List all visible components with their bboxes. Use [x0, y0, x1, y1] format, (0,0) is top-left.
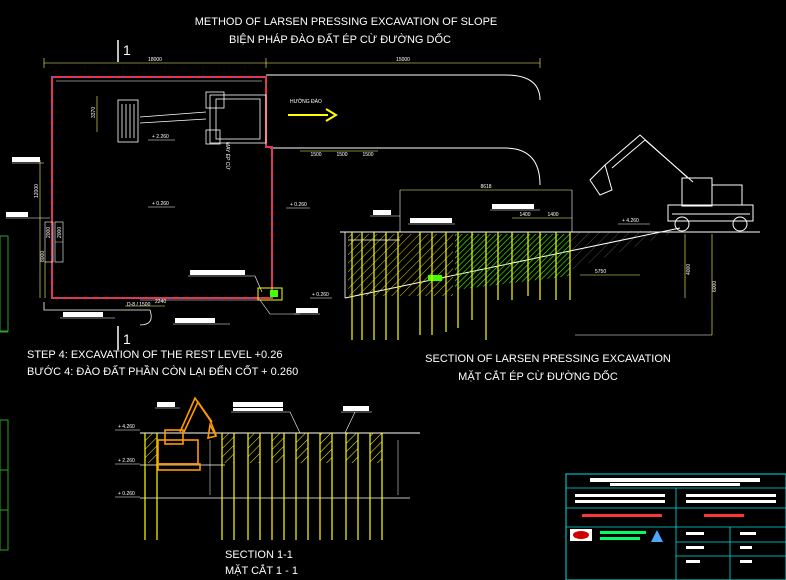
plan-level-corner: + 0.260: [312, 292, 329, 298]
dim-inner-2: 2000: [57, 227, 63, 238]
section-title-en: SECTION OF LARSEN PRESSING EXCAVATION: [425, 353, 671, 365]
plan-excavator: [117, 91, 267, 145]
section-dim-vert-2: 6000: [712, 281, 718, 292]
section11-title-en: SECTION 1-1: [225, 549, 293, 561]
sec11-level-1: + 4.260: [118, 424, 135, 430]
step-title-en: STEP 4: EXCAVATION OF THE REST LEVEL +0.…: [27, 349, 282, 361]
dim-top-right: 15000: [396, 57, 410, 63]
dim-left: 12000: [34, 184, 40, 198]
plan-title-en: METHOD OF LARSEN PRESSING EXCAVATION OF …: [195, 16, 498, 28]
cut-marker-top: 1: [123, 42, 131, 58]
section-dim-sub-2: 1400: [547, 212, 558, 218]
dim-top-left: 18000: [148, 57, 162, 63]
cut-marker-bottom: 1: [123, 331, 131, 347]
sec11-excavator: [157, 396, 218, 471]
section-dim-sub-1: 1400: [519, 212, 530, 218]
section-dim-vert-1: 4000: [686, 264, 692, 275]
section-dim-slope: 5750: [595, 269, 606, 275]
sec11-piles: [144, 433, 383, 540]
direction-arrow: [288, 108, 338, 122]
dim-bottom-a: 1500: [310, 152, 321, 158]
dim-side: 3370: [91, 107, 97, 118]
dim-bottom-1: D-8 / 1500: [127, 302, 151, 308]
direction-label: HƯỚNG ĐÀO: [290, 98, 322, 105]
dim-bottom-2: 2240: [155, 299, 166, 305]
plan-level-right: + 0.260: [290, 202, 307, 208]
section-level: + 4.260: [622, 218, 639, 224]
sec11-level-2: + 2.260: [118, 458, 135, 464]
plan-wall: [51, 76, 273, 299]
plan-view: 1 1 18000 15000 2000 2000 12000 8000: [6, 40, 541, 350]
section-view: 8618 1400 1400: [340, 134, 760, 340]
sec11-level-3: + 0.260: [118, 491, 135, 497]
plan-title-vi: BIỆN PHÁP ĐÀO ĐẤT ÉP CỪ ĐƯỜNG DỐC: [229, 32, 451, 46]
section11-title-vi: MẶT CẮT 1 - 1: [225, 564, 298, 577]
crane-label: MAY ÉP CỪ: [224, 142, 231, 170]
section-11-view: + 4.260 + 2.260 + 0.260: [115, 396, 420, 540]
section-excavator: [589, 134, 754, 232]
plan-level-top: + 2.260: [152, 134, 169, 140]
left-edge-fragments: [0, 235, 9, 551]
dim-bottom-b: 1500: [336, 152, 347, 158]
section-dim-top: 8618: [480, 184, 491, 190]
dim-bottom-c: 1500: [362, 152, 373, 158]
dim-plate: 8000: [40, 251, 46, 262]
plan-level-mid: + 0.260: [152, 201, 169, 207]
dim-inner-1: 2000: [46, 227, 52, 238]
title-block: [565, 473, 786, 580]
step-title-vi: BƯỚC 4: ĐÀO ĐẤT PHẦN CÒN LẠI ĐẾN CỐT + 0…: [27, 364, 298, 378]
section-title-vi: MẶT CẮT ÉP CỪ ĐƯỜNG DỐC: [458, 369, 618, 383]
